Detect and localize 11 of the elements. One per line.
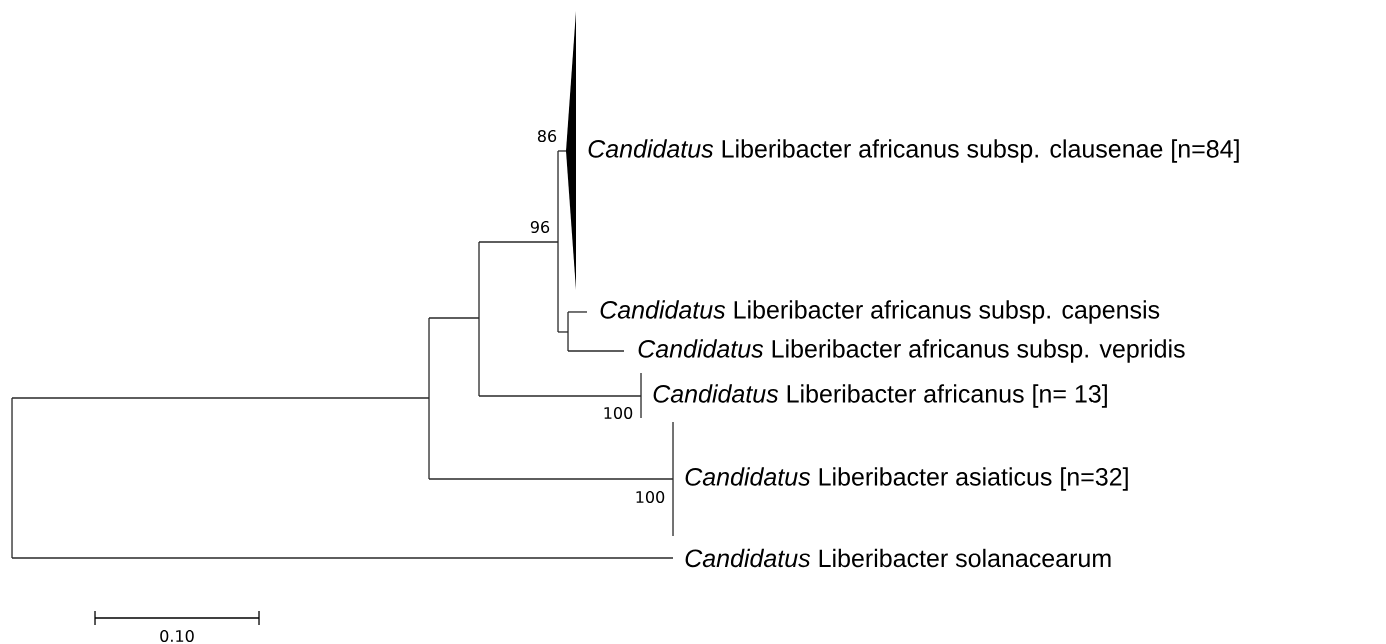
taxon-label: Candidatus Liberibacter asiaticus [n=32] xyxy=(685,467,1128,491)
taxon-label: Candidatus Liberibacter africanus subsp. vepridis xyxy=(638,339,1185,363)
taxon-label: Candidatus Liberibacter africanus subsp. clausenae [n=84] xyxy=(588,139,1239,163)
taxon-label: Candidatus Liberibacter africanus [n= 13] xyxy=(653,384,1107,408)
bootstrap-value: 86 xyxy=(537,129,557,143)
bootstrap-value: 96 xyxy=(530,220,550,234)
bootstrap-value: 100 xyxy=(636,490,665,504)
taxon-label: Candidatus Liberibacter solanacearum xyxy=(685,548,1111,568)
bootstrap-value: 100 xyxy=(604,406,633,420)
taxon-label: Candidatus Liberibacter africanus subsp. capensis xyxy=(600,300,1160,324)
scale-value: 0.10 xyxy=(160,629,194,643)
